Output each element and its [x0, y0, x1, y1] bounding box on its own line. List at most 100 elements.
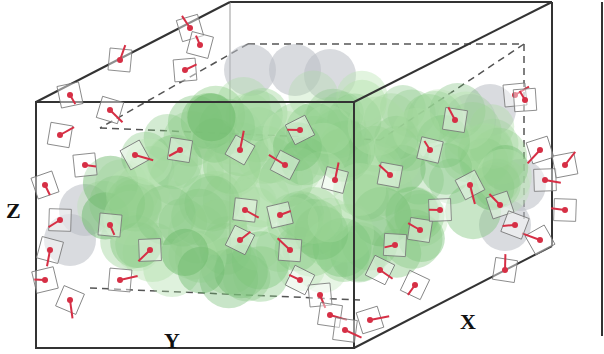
axis-label: Y — [164, 330, 180, 352]
particle-plane — [383, 233, 406, 256]
particle-plane — [322, 167, 349, 194]
particle-plane — [356, 306, 384, 334]
particle-center — [107, 222, 113, 228]
particle-center — [117, 277, 123, 283]
green-sphere — [308, 198, 353, 243]
panel-divider — [601, 2, 603, 336]
particle-plane — [187, 32, 214, 59]
particle-plane — [73, 153, 97, 177]
particle-plane — [108, 48, 132, 72]
particle-center — [117, 57, 123, 63]
particle-center — [67, 92, 73, 98]
oriented-particles — [31, 14, 578, 342]
green-sphere — [187, 93, 235, 141]
box-back-edges — [90, 2, 552, 300]
particle-plane — [56, 286, 85, 315]
particle-plane — [225, 225, 254, 254]
particle-plane — [139, 239, 162, 262]
particle-plane — [526, 136, 554, 164]
particle-center — [412, 282, 418, 288]
particle-plane — [278, 238, 302, 262]
particle-plane — [417, 137, 444, 164]
green-sphere — [348, 96, 407, 155]
particle-center — [47, 247, 53, 253]
particle-center — [187, 25, 193, 31]
particle-center — [277, 212, 283, 218]
particle-center — [387, 172, 393, 178]
particle-center — [282, 162, 288, 168]
green-sphere — [161, 229, 208, 276]
particle-center — [297, 277, 303, 283]
particle-plane — [285, 265, 315, 295]
particle-plane — [400, 270, 429, 299]
particle-center — [42, 182, 48, 188]
particle-plane — [285, 115, 315, 145]
particle-center — [182, 67, 188, 73]
particle-plane — [225, 135, 255, 165]
particle-center — [522, 97, 528, 103]
particle-center — [367, 317, 373, 323]
particle-plane — [442, 107, 467, 132]
green-sphere — [443, 102, 502, 161]
particle-center — [107, 107, 113, 113]
particle-plane — [365, 255, 394, 284]
particle-plane — [270, 150, 300, 180]
particle-plane — [333, 318, 358, 343]
particle-center — [57, 217, 63, 223]
particle-center — [242, 207, 248, 213]
sphere-cluster — [44, 44, 546, 308]
axis-label: X — [460, 311, 476, 333]
particle-center — [297, 127, 303, 133]
particle-plane — [552, 152, 578, 178]
particle-center — [497, 202, 503, 208]
particle-plane — [534, 169, 557, 192]
particle-center — [67, 297, 73, 303]
particle-plane — [49, 209, 72, 232]
particle-center — [317, 292, 323, 298]
particle-plane — [167, 137, 192, 162]
particle-center — [237, 147, 243, 153]
particle-center — [502, 267, 508, 273]
particle-center — [287, 247, 293, 253]
particle-center — [537, 147, 543, 153]
particle-plane — [377, 162, 403, 188]
particle-center — [57, 132, 63, 138]
particle-plane — [120, 140, 150, 170]
particle-center — [132, 152, 138, 158]
particle-center — [82, 162, 88, 168]
particle-center — [327, 312, 333, 318]
particle-plane — [37, 237, 64, 264]
particle-center — [332, 177, 338, 183]
particle-center — [177, 147, 183, 153]
particle-center — [377, 267, 383, 273]
particle-plane — [429, 199, 452, 222]
box-edge — [354, 246, 552, 348]
particle-center — [537, 237, 543, 243]
particle-plane — [407, 217, 432, 242]
particle-plane — [108, 268, 132, 292]
particle-center — [562, 162, 568, 168]
particle-plane — [525, 225, 555, 255]
particle-center — [237, 237, 243, 243]
box-edge — [230, 1, 552, 3]
particle-plane — [57, 82, 83, 108]
particle-center — [417, 227, 423, 233]
particle-plane — [455, 170, 485, 200]
particle-plane — [32, 267, 59, 294]
box-front-edges — [36, 2, 552, 348]
particle-center — [427, 147, 433, 153]
particle-plane — [173, 58, 197, 82]
particle-center — [197, 42, 203, 48]
particle-plane — [501, 211, 529, 239]
particle-plane — [513, 88, 536, 111]
particle-plane — [267, 202, 293, 228]
particle-center — [392, 242, 398, 248]
particle-plane — [233, 198, 257, 222]
particle-plane — [31, 171, 59, 199]
box-front-face — [36, 102, 354, 348]
particle-plane — [47, 122, 72, 147]
particle-center — [147, 247, 153, 253]
particle-center — [467, 182, 473, 188]
